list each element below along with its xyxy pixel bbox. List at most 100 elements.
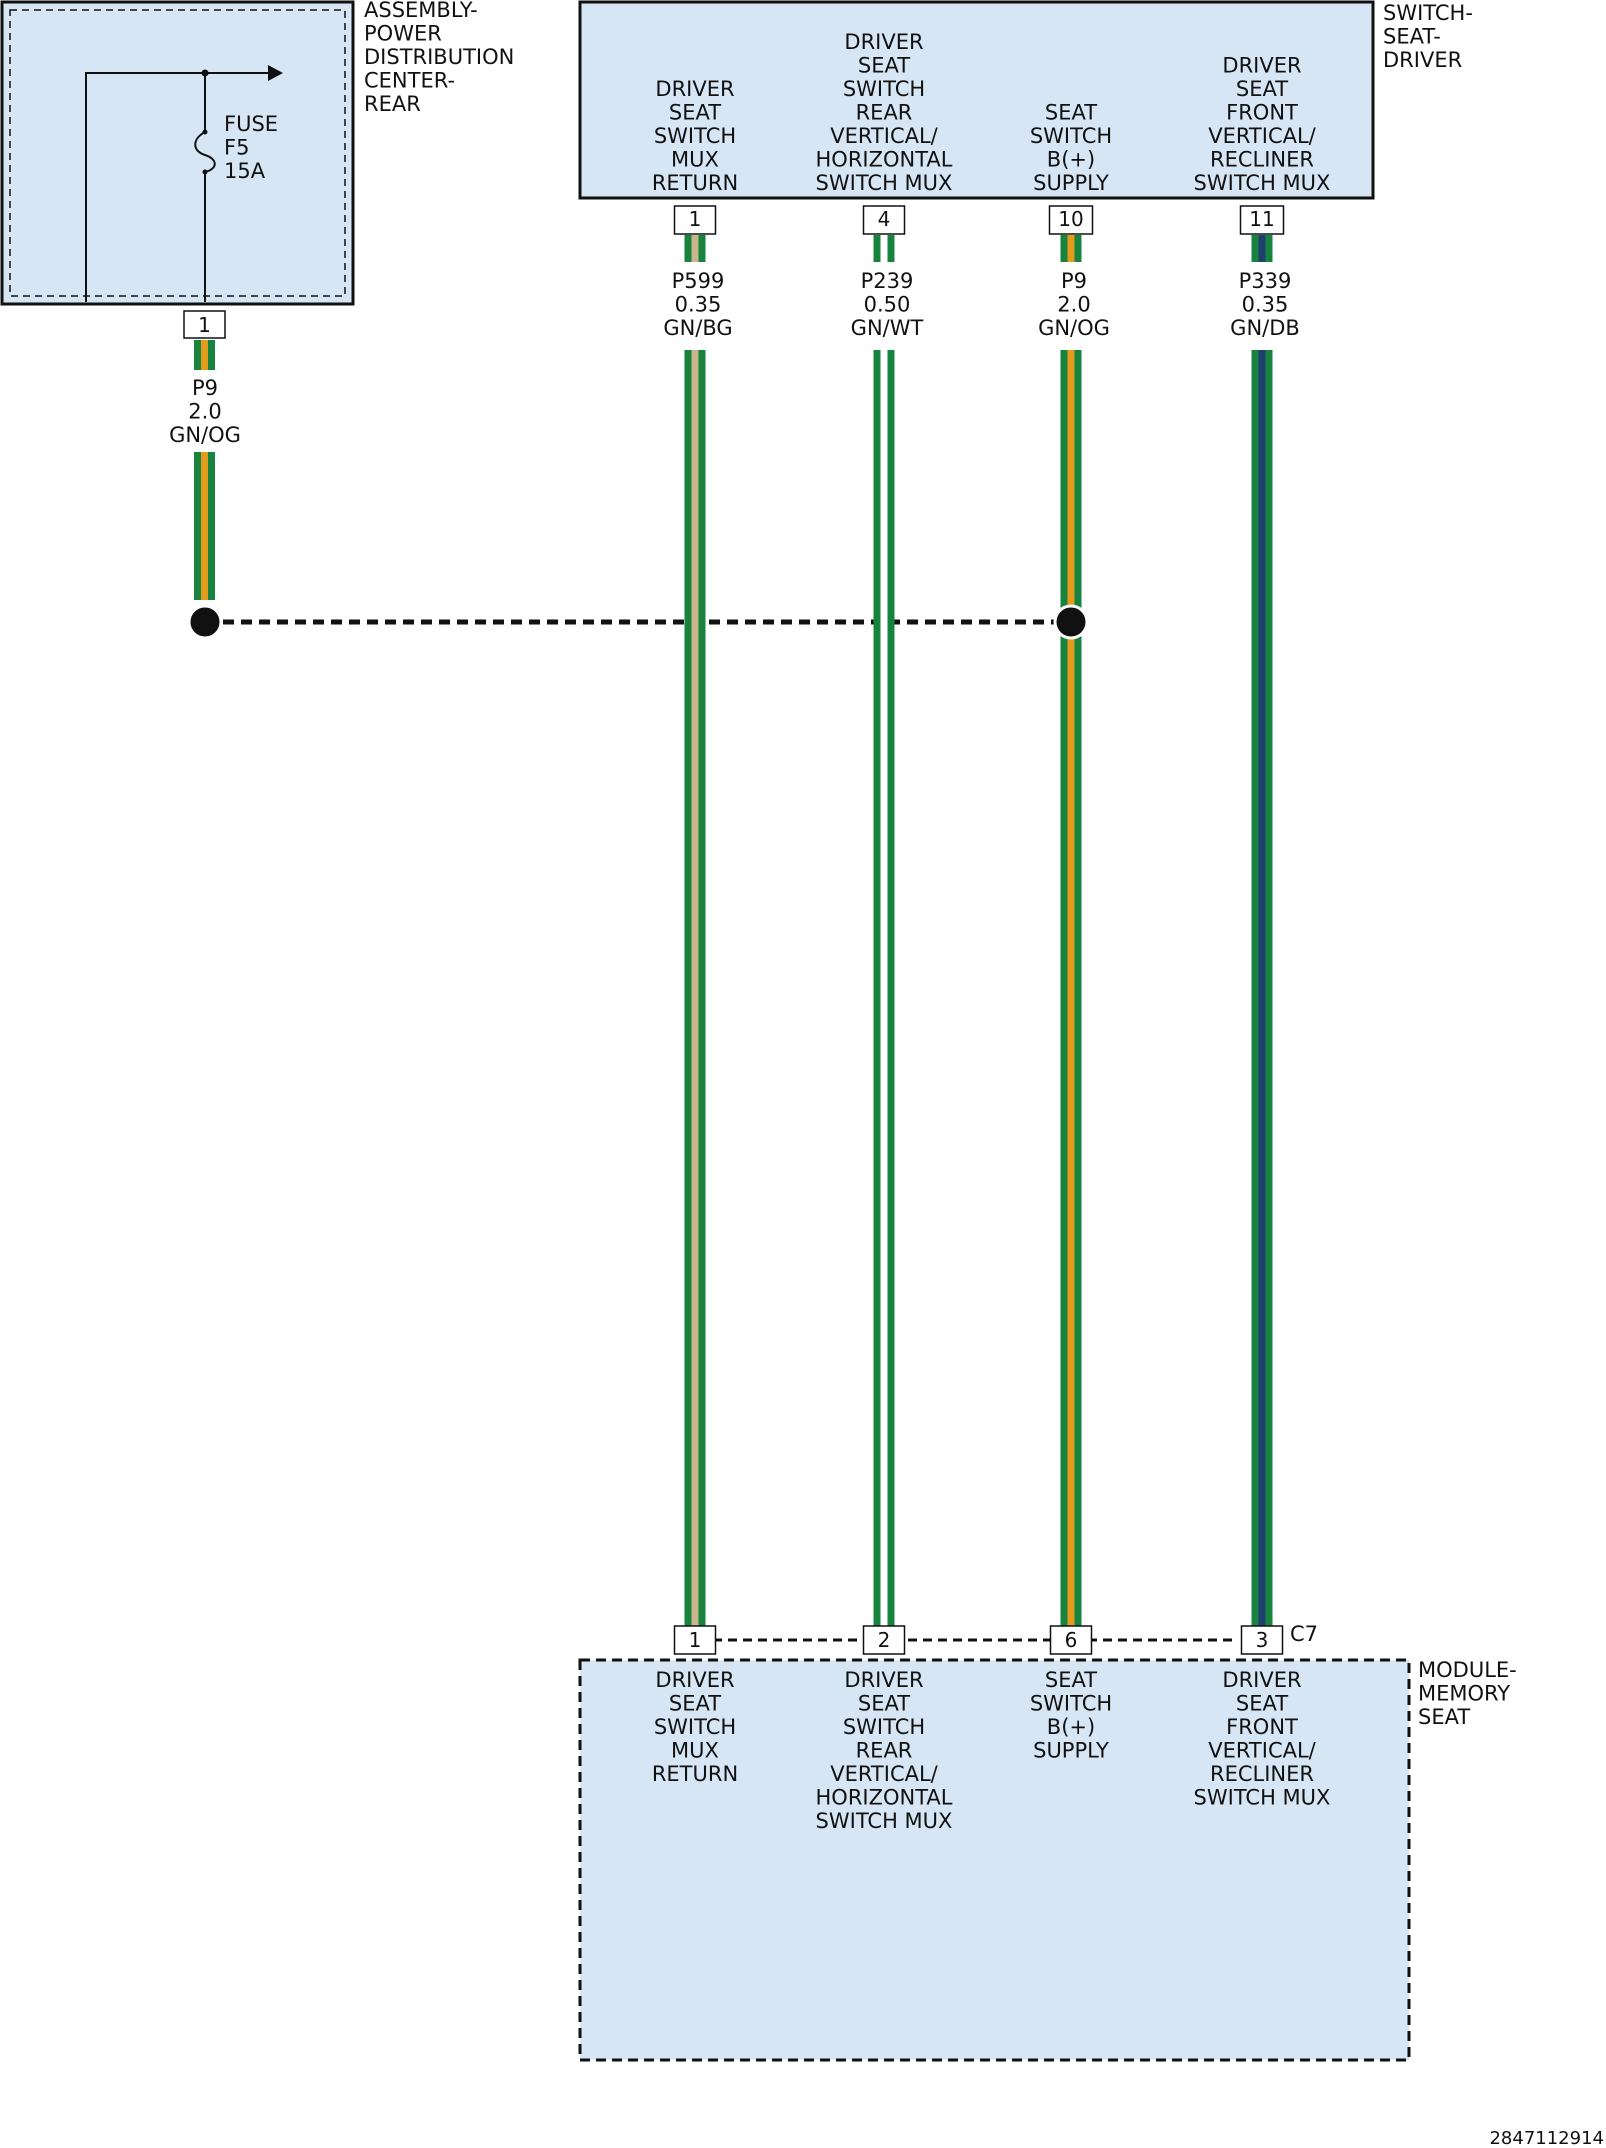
pdc-feed-arrow-icon [268,65,283,81]
module-pin-number: 3 [1256,1628,1269,1652]
text-line: RETURN [652,1762,738,1786]
text-line: SEAT [669,101,721,125]
text-line: GN/OG [169,423,241,447]
text-line: 0.35 [1242,293,1289,317]
text-line: HORIZONTAL [816,1786,953,1810]
text-line: SWITCH [654,124,736,148]
pdc-wire-lower-tracer [201,452,208,600]
module-pin-box [1049,1625,1093,1655]
text-line: REAR [856,101,913,125]
text-line: FRONT [1226,1715,1298,1739]
text-line: P9 [1061,269,1087,293]
splice-dot-left [187,604,223,640]
text-line: SUPPLY [1033,1739,1109,1763]
text-line: VERTICAL/ [1208,124,1316,148]
text-line: SUPPLY [1033,171,1109,195]
text-line: VERTICAL/ [830,1762,938,1786]
pdc-inner-border [9,9,346,297]
text-line: GN/DB [1230,316,1300,340]
wire-tracer [691,235,699,262]
text-line: GN/BG [663,316,732,340]
text-line: SWITCH- [1383,1,1473,25]
switch-pin-number: 10 [1058,207,1083,231]
pdc-pin-number: 1 [198,313,211,337]
text-line: GN/OG [1038,316,1110,340]
module-pin-box [1240,1625,1284,1655]
module-pin-number: 6 [1065,1628,1078,1652]
text-line: RECLINER [1210,148,1314,172]
module-connector-id: C7 [1290,1622,1318,1646]
text-line: B(+) [1047,1715,1095,1739]
text-line: SWITCH MUX [816,171,953,195]
text-line: SWITCH [654,1715,736,1739]
diagram-code: 2847112914 [1489,2128,1604,2148]
text-line: SEAT [1418,1705,1470,1729]
wire-tracer [1258,235,1266,262]
text-line: DRIVER [655,1668,734,1692]
text-line: 15A [224,159,266,183]
text-line: SEAT [858,54,910,78]
text-line: SWITCH MUX [816,1809,953,1833]
text-line: SWITCH [843,1715,925,1739]
text-line: F5 [224,136,249,160]
text-line: SWITCH [843,77,925,101]
text-line: ASSEMBLY- [364,0,478,22]
wire-tracer [1258,350,1266,1626]
text-line: MODULE- [1418,1658,1517,1682]
text-line: VERTICAL/ [830,124,938,148]
text-line: SWITCH [1030,1692,1112,1716]
text-line: SEAT [1236,77,1288,101]
fuse-icon [194,131,216,173]
text-line: REAR [856,1739,913,1763]
wire-tracer [691,350,699,1626]
text-line: DRIVER [1222,1668,1301,1692]
text-line: SEAT [669,1692,721,1716]
pdc-pin-box [183,310,226,339]
text-line: DRIVER [655,77,734,101]
text-line: SEAT [1045,101,1097,125]
switch-pin-box [1239,205,1285,235]
text-line: REAR [364,92,421,116]
text-line: DRIVER [844,1668,923,1692]
wire-tracer [1067,235,1075,262]
text-line: FRONT [1226,101,1298,125]
text-line: P9 [192,376,218,400]
text-line: 0.35 [675,293,722,317]
text-line: SWITCH MUX [1194,1786,1331,1810]
text-line: 2.0 [1057,293,1090,317]
text-line: CENTER- [364,69,455,93]
text-line: DISTRIBUTION [364,45,514,69]
switch-title: SWITCH-SEAT-DRIVER [1383,1,1473,72]
switch-pin-box [862,205,906,235]
text-line: SWITCH [1030,124,1112,148]
text-line: MEMORY [1418,1682,1510,1706]
text-line: SEAT [858,1692,910,1716]
pdc-body [0,0,355,306]
text-line: VERTICAL/ [1208,1739,1316,1763]
text-line: 0.50 [864,293,911,317]
text-line: HORIZONTAL [816,148,953,172]
text-line: P599 [672,269,725,293]
text-line: SEAT [1045,1668,1097,1692]
text-line: RETURN [652,171,738,195]
switch-pin-box [673,205,717,235]
module-pin-box [862,1625,906,1655]
